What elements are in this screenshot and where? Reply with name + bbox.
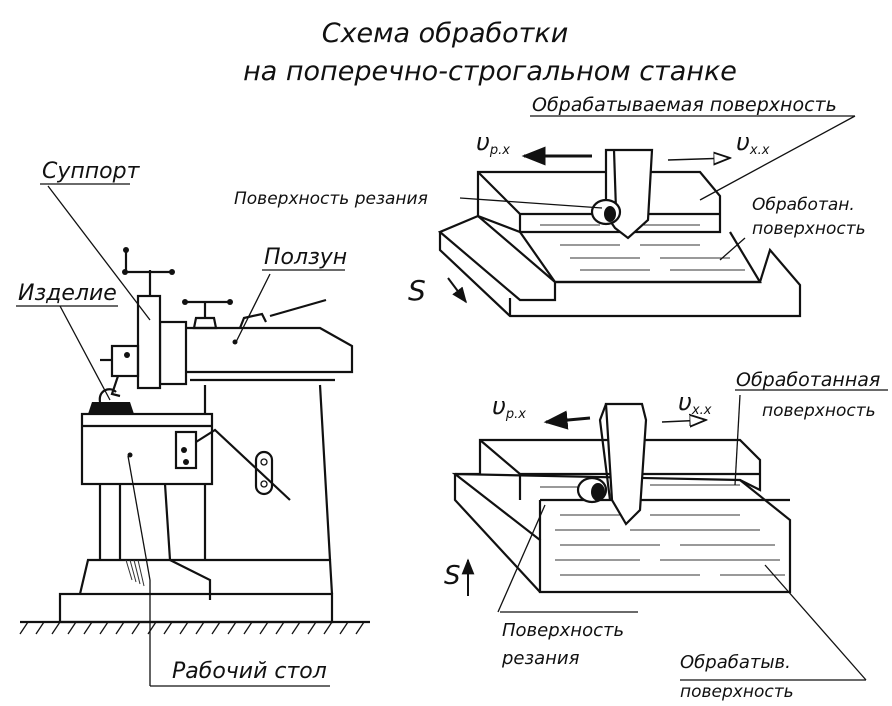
floor-hatching	[19, 621, 365, 635]
base-plinth	[78, 558, 334, 595]
bottom-label-finished-1: Обработанная	[736, 369, 880, 391]
top-label-vreturn: υх.х	[736, 128, 770, 158]
top-label-vcut: υр.х	[476, 128, 510, 158]
bottom-tool	[604, 402, 648, 526]
bottom-hatching	[540, 484, 785, 576]
bottom-label-machined-2: поверхность	[680, 682, 794, 702]
label-ram: Ползун	[264, 245, 347, 270]
bottom-label-machined-1: Обрабатыв.	[680, 652, 791, 673]
top-label-cutting: Поверхность резания	[234, 189, 428, 209]
bottom-label-vcut: υр.х	[492, 392, 526, 422]
work-table	[80, 412, 214, 486]
title-line-1: Схема обработки	[322, 18, 569, 49]
tool-head	[158, 320, 188, 386]
bottom-label-cutting-1: Поверхность	[502, 620, 624, 641]
bottom-return-speed-arrow	[661, 420, 706, 422]
support-slide	[136, 294, 162, 390]
ram	[183, 326, 354, 374]
table-support	[98, 483, 172, 561]
leader-ram	[234, 273, 271, 345]
ram-handle	[269, 298, 327, 318]
top-label-finished-2: поверхность	[752, 219, 866, 239]
top-leader-machined	[699, 115, 856, 201]
workpiece-block	[88, 402, 134, 414]
bottom-label-cutting-2: резания	[501, 648, 580, 669]
machine-base	[58, 592, 334, 624]
tool-clapper	[110, 344, 140, 378]
top-leader-finished	[719, 237, 746, 261]
leader-workpiece	[59, 305, 111, 401]
top-lower-step	[437, 214, 557, 302]
shaper-machine: Суппорт Изделие Ползун Рабочий стол	[16, 159, 370, 687]
label-workpiece: Изделие	[18, 281, 117, 306]
leader-support	[47, 185, 151, 321]
label-table: Рабочий стол	[172, 659, 327, 684]
bottom-label-feed: S	[444, 561, 461, 591]
label-support: Суппорт	[42, 159, 141, 184]
bottom-cut-speed-arrow	[543, 410, 591, 430]
top-leader-cutting	[459, 197, 603, 209]
leader-table	[127, 455, 151, 686]
bottom-label-vreturn: υх.х	[678, 388, 712, 418]
machine-column	[203, 384, 332, 561]
bottom-cutting-scheme: Обработанная поверхность υр.х υх.х S Пов…	[444, 369, 888, 702]
table-slide	[174, 430, 198, 470]
cutting-tool	[110, 375, 121, 398]
top-label-feed: S	[408, 274, 426, 307]
bottom-leader-finished	[734, 394, 741, 486]
top-label-finished-1: Обработан.	[752, 195, 855, 215]
top-cutting-scheme: Обрабатываемая поверхность υр.х υх.х Пов…	[234, 94, 866, 318]
column-slot	[254, 450, 274, 496]
top-label-machined: Обрабатываемая поверхность	[532, 94, 837, 116]
bottom-leader-machined	[764, 564, 867, 681]
feed-lever	[195, 428, 291, 501]
bottom-label-finished-2: поверхность	[762, 401, 876, 421]
top-feed-arrow	[447, 277, 467, 304]
bottom-leader-cutting	[497, 504, 546, 613]
title-line-2: на поперечно-строгальном станке	[243, 56, 737, 87]
top-return-speed-arrow	[667, 158, 730, 160]
